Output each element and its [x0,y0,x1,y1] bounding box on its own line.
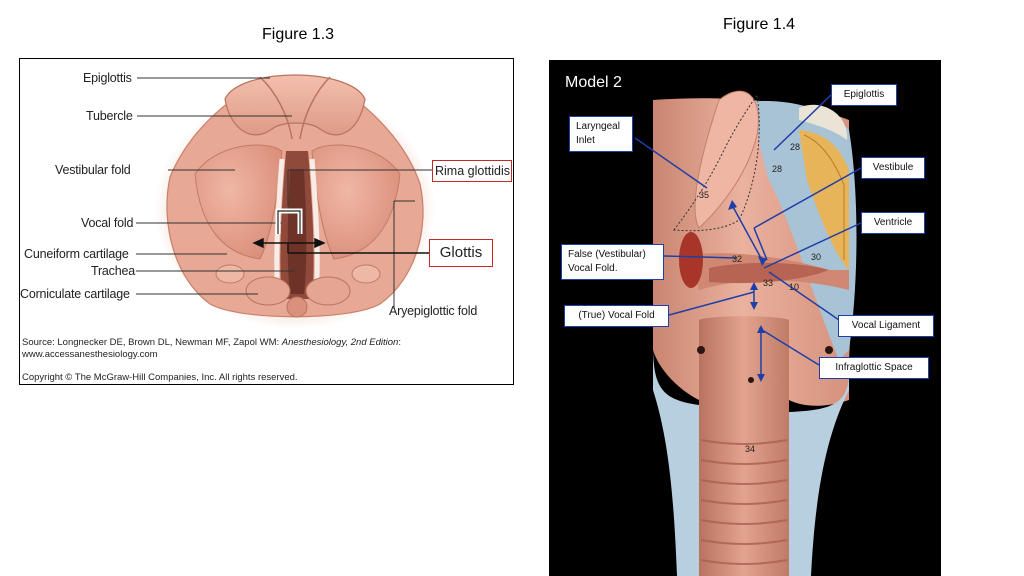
source-suffix: : [398,337,401,348]
figure-1-3-panel: Epiglottis Tubercle Vestibular fold Voca… [19,58,514,385]
label-false-vocal-fold-line1: False (Vestibular) [568,249,646,260]
label-corniculate-cartilage: Corniculate cartilage [20,287,130,301]
label-true-vocal-fold: (True) Vocal Fold [564,305,669,327]
model-number-33: 33 [763,278,773,288]
model-number-34: 34 [745,444,755,454]
source-book-title: Anesthesiology, 2nd Edition [281,337,399,348]
model-number-10: 10 [789,282,799,292]
source-prefix: Source: Longnecker DE, Brown DL, Newman … [22,337,282,348]
label-epiglottis: Epiglottis [83,71,132,85]
label-vestibule: Vestibule [861,157,925,179]
figure-1-4-caption: Figure 1.4 [723,16,796,33]
label-laryngeal-inlet: Laryngeal Inlet [569,116,633,152]
model-title: Model 2 [565,74,622,91]
label-laryngeal-inlet-line2: Inlet [576,135,595,146]
label-cuneiform-cartilage: Cuneiform cartilage [24,247,129,261]
label-ventricle: Ventricle [861,212,925,234]
label-false-vocal-fold: False (Vestibular) Vocal Fold. [561,244,664,280]
label-infraglottic-space: Infraglottic Space [819,357,929,379]
source-citation: Source: Longnecker DE, Brown DL, Newman … [22,337,401,348]
label-glottis: Glottis [429,239,493,267]
model-number-28a: 28 [790,142,800,152]
label-vocal-fold: Vocal fold [81,216,134,230]
label-rima-glottidis: Rima glottidis [432,160,512,182]
label-false-vocal-fold-line2: Vocal Fold. [568,263,618,274]
model-number-32: 32 [732,254,742,264]
figure-1-4-panel: 28 28 35 32 33 10 30 34 Model 2 Epiglott… [549,60,941,576]
label-vocal-ligament: Vocal Ligament [838,315,934,337]
source-url: www.accessanesthesiology.com [22,349,158,360]
model-number-30: 30 [811,252,821,262]
label-trachea: Trachea [91,264,135,278]
label-vestibular-fold: Vestibular fold [55,163,131,177]
larynx-superior-view-illustration [136,74,435,329]
figure-1-3-caption: Figure 1.3 [262,26,335,43]
label-tubercle: Tubercle [86,109,133,123]
model-number-35: 35 [699,190,709,200]
label-laryngeal-inlet-line1: Laryngeal [576,121,620,132]
model-number-28b: 28 [772,164,782,174]
label-aryepiglottic-fold: Aryepiglottic fold [389,304,478,318]
copyright-notice: Copyright © The McGraw-Hill Companies, I… [22,372,298,383]
larynx-sagittal-model-photo: 28 28 35 32 33 10 30 34 [634,90,862,576]
label-epiglottis-model: Epiglottis [831,84,897,106]
